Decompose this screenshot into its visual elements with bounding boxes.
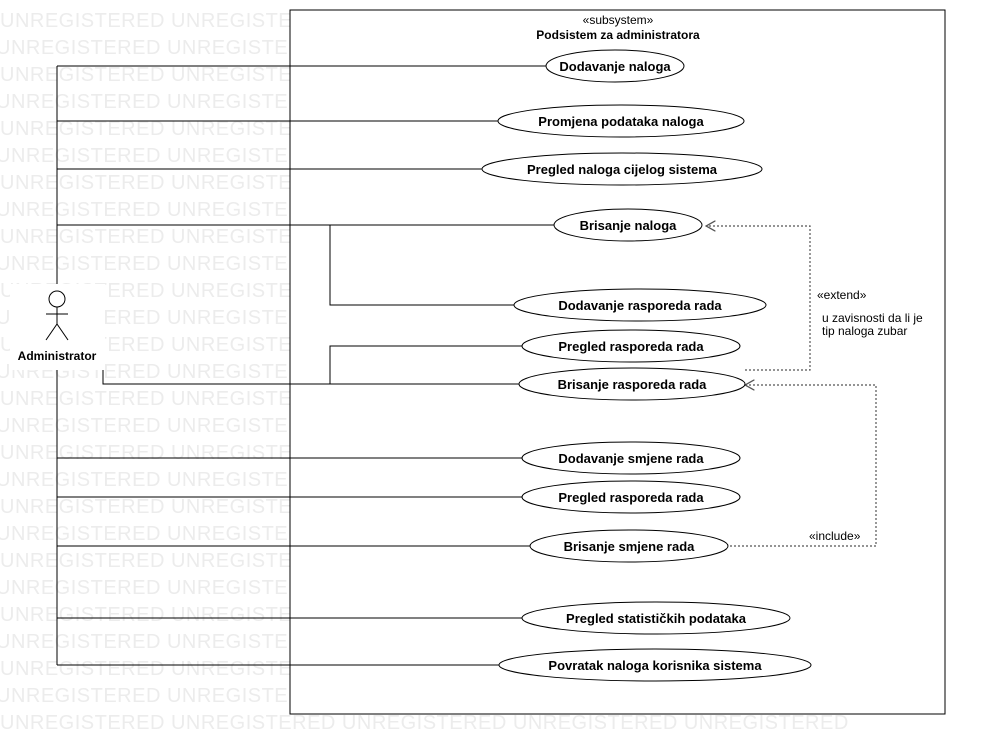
use-case: Brisanje rasporeda rada [518, 367, 746, 401]
use-case: Pregled statističkih podataka [521, 601, 791, 635]
use-case-label: Brisanje smjene rada [564, 539, 696, 554]
use-case: Pregled naloga cijelog sistema [481, 152, 763, 186]
use-case-ellipse [497, 104, 745, 138]
use-case-label: Brisanje naloga [580, 218, 678, 233]
subsystem-stereotype: «subsystem» [583, 13, 654, 27]
use-case: Brisanje smjene rada [529, 529, 729, 563]
use-case: Pregled rasporeda rada [521, 480, 741, 514]
use-case-label: Dodavanje rasporeda rada [558, 298, 722, 313]
extend-note-line2: tip naloga zubar [822, 324, 907, 338]
use-case-ellipse [545, 49, 685, 83]
use-case: Dodavanje naloga [545, 49, 685, 83]
use-case-label: Dodavanje naloga [559, 59, 671, 74]
use-case-label: Pregled rasporeda rada [558, 339, 704, 354]
subsystem-title: Podsistem za administratora [536, 28, 700, 42]
watermark-text: UNREGISTERED UNREGISTERED UNREGISTERED U… [0, 712, 849, 734]
use-case-ellipse [529, 529, 729, 563]
use-case-label: Povratak naloga korisnika sistema [548, 658, 762, 673]
actor-label: Administrator [18, 349, 97, 363]
association-lines [56, 65, 554, 666]
extend-relation: «extend» u zavisnosti da li je tip nalog… [706, 226, 923, 371]
use-case-ellipse [481, 152, 763, 186]
use-case-label: Pregled statističkih podataka [566, 611, 747, 626]
include-relation: «include» [730, 385, 877, 547]
use-case: Dodavanje smjene rada [521, 441, 741, 475]
include-label: «include» [809, 529, 861, 543]
use-case-ellipse [518, 367, 746, 401]
use-case-ellipse [553, 208, 703, 242]
use-case: Povratak naloga korisnika sistema [498, 648, 812, 682]
use-case-ellipse [513, 288, 767, 322]
actor-administrator: Administrator [10, 284, 105, 370]
use-case: Dodavanje rasporeda rada [513, 288, 767, 322]
use-case-ellipse [521, 329, 741, 363]
use-case-label: Brisanje rasporeda rada [558, 377, 708, 392]
use-case: Promjena podataka naloga [497, 104, 745, 138]
extend-note-line1: u zavisnosti da li je [822, 311, 923, 325]
use-case: Brisanje naloga [553, 208, 703, 242]
extend-label: «extend» [817, 288, 867, 302]
use-case: Pregled rasporeda rada [521, 329, 741, 363]
use-case-ellipse [498, 648, 812, 682]
use-case-ellipse [521, 480, 741, 514]
use-case-label: Dodavanje smjene rada [558, 451, 704, 466]
use-case-label: Pregled naloga cijelog sistema [527, 162, 718, 177]
use-case-ellipse [521, 441, 741, 475]
use-case-label: Pregled rasporeda rada [558, 490, 704, 505]
use-case-ellipse [521, 601, 791, 635]
use-case-label: Promjena podataka naloga [538, 114, 704, 129]
